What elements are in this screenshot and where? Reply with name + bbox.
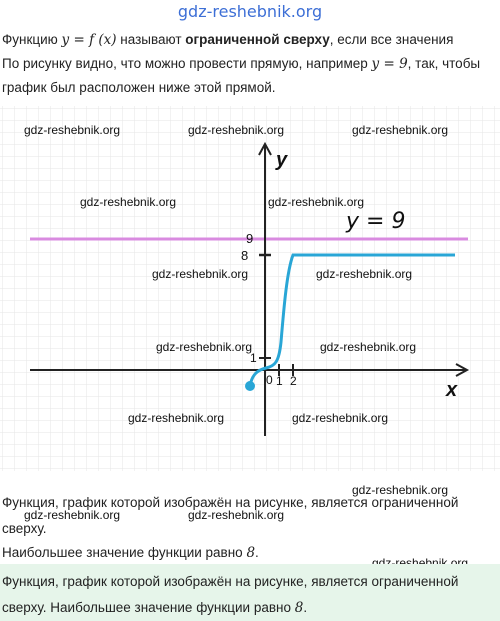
answer-text: .: [303, 600, 308, 615]
watermark: gdz-reshebnik.org: [152, 267, 249, 281]
intro-text: , так, чтобы: [407, 56, 481, 71]
intro-line-3: график был расположен ниже этой прямой.: [2, 80, 276, 95]
formula: y = 9: [371, 56, 408, 72]
answer-value: 8: [294, 600, 304, 616]
answer-line-1: Функция, график которой изображён на рис…: [2, 574, 459, 589]
watermark: gdz-reshebnik.org: [352, 123, 449, 137]
tick-label-x-1: 1: [276, 374, 283, 388]
tick-label-y-1: 1: [250, 351, 257, 365]
grid: [0, 106, 500, 471]
x-axis-arrow: [455, 363, 470, 377]
axis-x-label: x: [445, 379, 458, 401]
tick-label-8: 8: [241, 248, 248, 263]
watermark: gdz-reshebnik.org: [292, 411, 389, 425]
conclusion-line-2: сверху.: [2, 521, 47, 536]
watermark: gdz-reshebnik.org: [24, 123, 121, 137]
tick-label-0: 0: [266, 373, 273, 387]
conclusion-line-1: Функция, график которой изображён на рис…: [2, 495, 459, 510]
watermark: gdz-reshebnik.org: [188, 123, 285, 137]
bold-term: ограниченной сверху: [185, 32, 330, 47]
site-header: gdz-reshebnik.org: [177, 2, 323, 21]
intro-text: , если все значения: [329, 32, 454, 47]
watermark: gdz-reshebnik.org: [128, 411, 225, 425]
watermark: gdz-reshebnik.org: [24, 508, 121, 522]
answer-box: Функция, график которой изображён на рис…: [0, 564, 500, 621]
intro-line-1: Функцию y = f (x) называют ограниченной …: [2, 31, 453, 49]
function-curve: [248, 253, 455, 387]
tick-label-x-2: 2: [290, 374, 297, 388]
watermark: gdz-reshebnik.org: [352, 483, 449, 497]
watermark: gdz-reshebnik.org: [320, 340, 417, 354]
answer-line-2: сверху. Наибольшее значение функции равн…: [2, 599, 307, 617]
axis-y-label: y: [275, 149, 288, 171]
intro-text: называют: [120, 32, 182, 47]
y-axis-arrow: [258, 141, 272, 156]
max-text: .: [255, 545, 259, 560]
function-graph: y x y = 9 9 8 1 0 1 2: [0, 106, 500, 471]
line-label: y = 9: [345, 209, 405, 234]
intro-line-2: По рисунку видно, что можно провести пря…: [2, 55, 480, 73]
intro-text: По рисунку видно, что можно провести пря…: [2, 56, 368, 71]
formula: y = f (x): [61, 32, 117, 48]
watermark: gdz-reshebnik.org: [188, 508, 285, 522]
tick-label-9: 9: [246, 231, 253, 246]
max-value-line: Наибольшее значение функции равно 8.: [2, 544, 259, 562]
max-value: 8: [246, 545, 256, 561]
intro-text: Функцию: [2, 32, 58, 47]
watermark: gdz-reshebnik.org: [156, 340, 253, 354]
watermark: gdz-reshebnik.org: [80, 195, 177, 209]
curve-start-point: [245, 381, 255, 391]
watermark: gdz-reshebnik.org: [316, 267, 413, 281]
answer-text: сверху. Наибольшее значение функции равн…: [2, 600, 291, 615]
watermark: gdz-reshebnik.org: [268, 195, 365, 209]
max-text: Наибольшее значение функции равно: [2, 545, 243, 560]
